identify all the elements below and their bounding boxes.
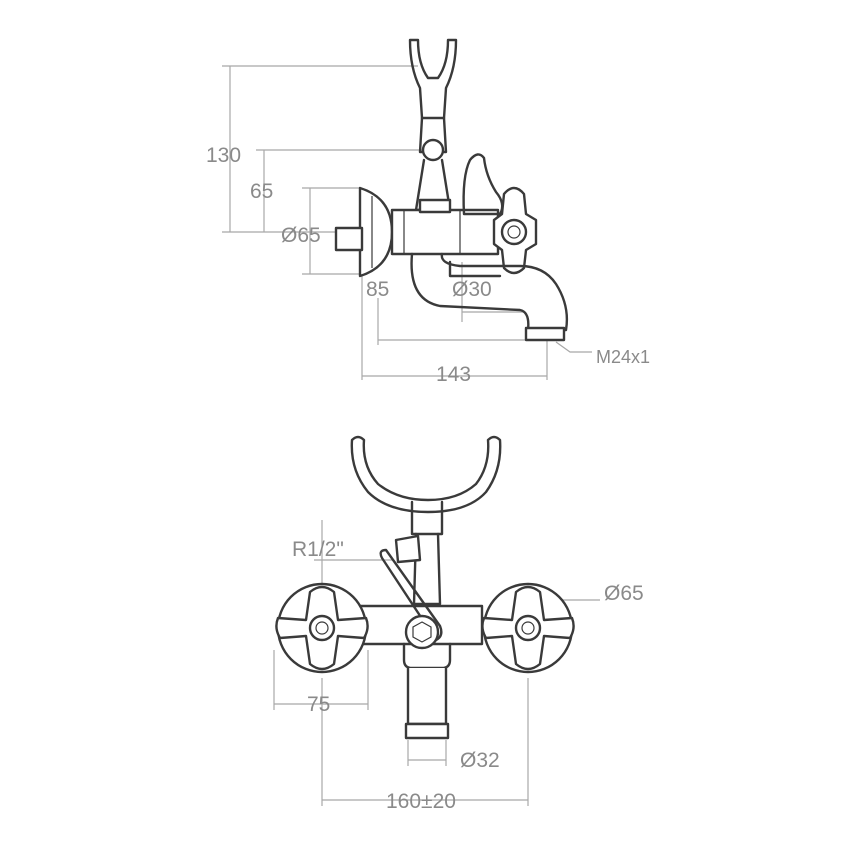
- dim-flange-diameter: Ø65: [281, 224, 321, 247]
- dim-outlet-diameter: Ø32: [460, 749, 500, 772]
- dim-height-total: 130: [206, 144, 241, 167]
- dim-center-distance: 160±20: [386, 790, 456, 813]
- front-view-dimension-lines: [273, 520, 600, 806]
- front-view: R1/2" Ø65 75 Ø32 160±20: [273, 435, 644, 813]
- side-view-dimension-lines: [222, 65, 592, 380]
- dim-depth-total: 143: [436, 363, 471, 386]
- dim-spout-diameter: Ø30: [452, 278, 492, 301]
- dim-handle-offset: 75: [307, 693, 330, 716]
- front-faucet-outline: [275, 435, 575, 740]
- dim-height-spout: 65: [250, 180, 273, 203]
- dim-spout-reach: 85: [366, 278, 389, 301]
- side-faucet-outline: [334, 38, 569, 342]
- dim-outlet-thread: M24x1: [596, 347, 650, 367]
- dim-inlet-thread: R1/2": [292, 538, 344, 561]
- dim-handle-diameter: Ø65: [604, 582, 644, 605]
- side-view: 130 65 Ø65 85 Ø30 M24x1 143: [206, 38, 650, 386]
